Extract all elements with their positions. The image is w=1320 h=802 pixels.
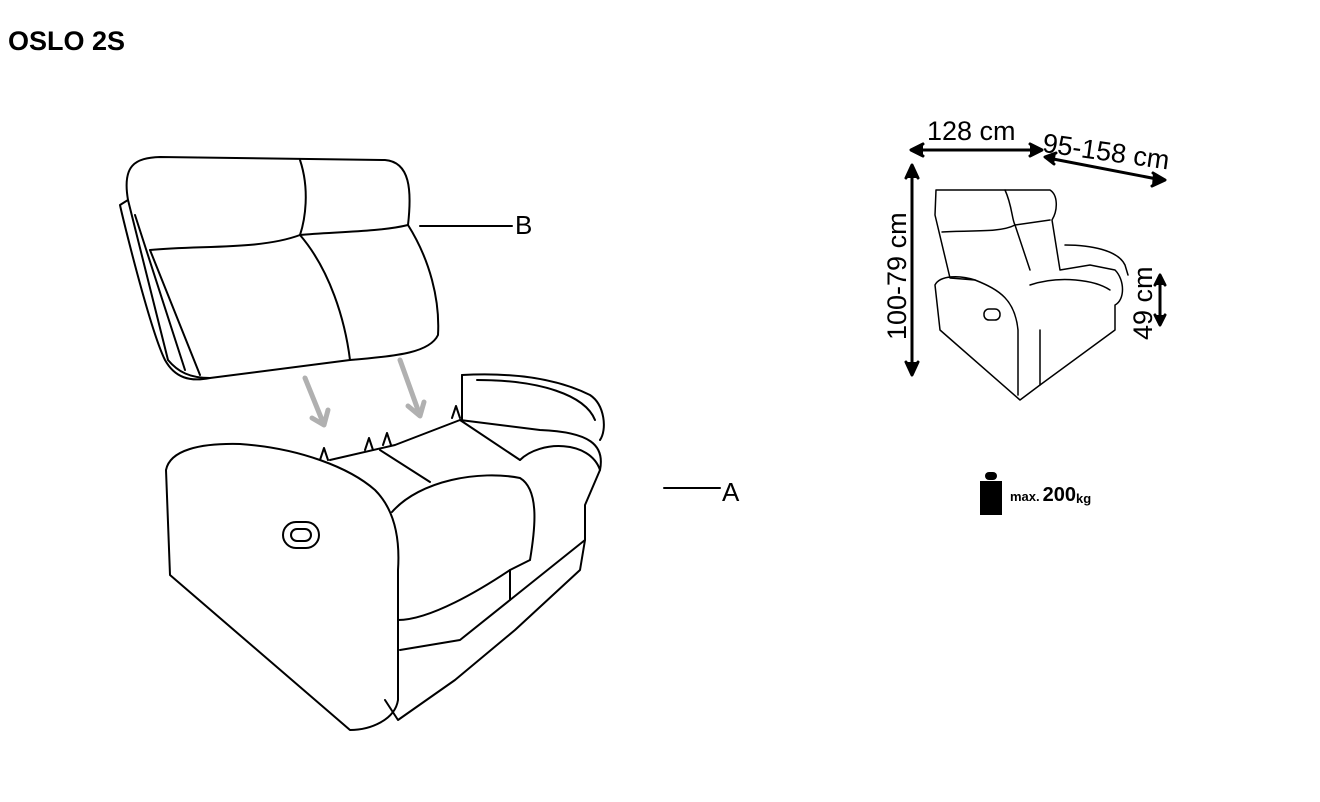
assembly-arrows <box>302 357 427 428</box>
max-load-value: 200 <box>1042 484 1077 506</box>
base-part-a <box>165 373 721 731</box>
width-dimension: 128 cm <box>927 116 1016 146</box>
backrest-part-b <box>119 156 513 381</box>
part-label-a: A <box>722 477 740 507</box>
max-load: max. 200 kg <box>978 472 1091 516</box>
part-label-b: B <box>515 210 533 240</box>
seat-height-dimension: 49 cm <box>1128 266 1158 340</box>
product-title: OSLO 2S <box>8 26 126 56</box>
weight-icon <box>980 472 1002 515</box>
max-load-prefix: max. <box>1010 489 1040 504</box>
height-dimension: 100-79 cm <box>882 212 912 340</box>
dimension-arrows <box>904 142 1167 377</box>
dimension-sofa <box>934 189 1129 401</box>
max-load-unit: kg <box>1076 491 1092 506</box>
